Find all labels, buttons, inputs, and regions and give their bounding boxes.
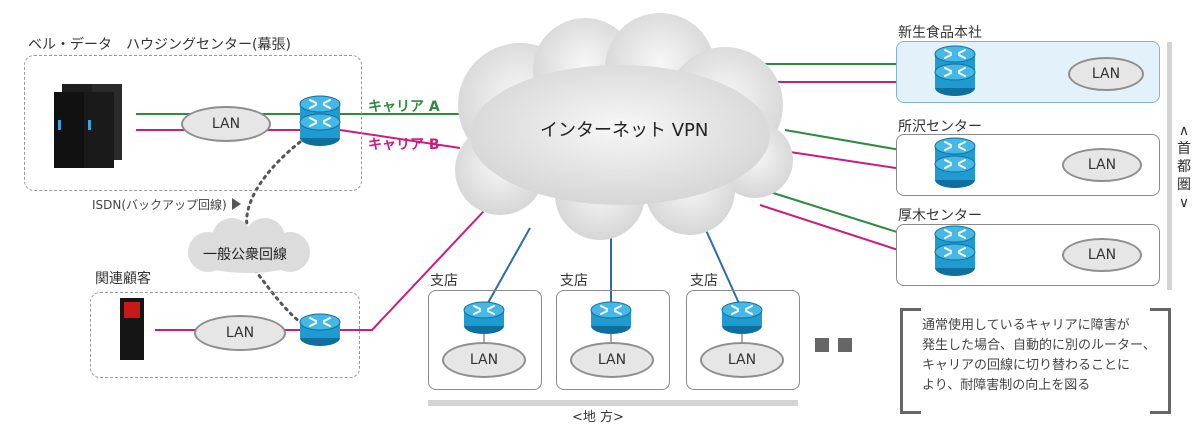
carrier-a-label: キャリア A (368, 99, 440, 115)
metro-bar (1167, 42, 1172, 290)
isdn-label: ISDN(バックアップ回線) (92, 198, 227, 212)
branch-1-title: 支店 (430, 273, 458, 289)
branch-1-box (428, 290, 542, 390)
branch-lines (483, 227, 743, 311)
more-indicator-2 (838, 338, 852, 352)
note-line-4: より、耐障害制の向上を図る (922, 378, 1091, 393)
more-indicator-1 (815, 338, 829, 352)
internet-cloud (455, 13, 793, 240)
public-line-dotted (253, 268, 302, 324)
note-line-3: キャリアの回線に切り替わることに (922, 358, 1131, 373)
public-network-cloud (188, 218, 310, 273)
datacenter-box (24, 55, 362, 191)
branch-3-lan: LAN (700, 342, 784, 378)
regional-bar (428, 400, 798, 406)
metro-label-close: ∨ (1178, 195, 1190, 211)
datacenter-servers-icon (54, 84, 122, 168)
metro-label-open: ∧ (1178, 123, 1190, 139)
customer-title: 関連顧客 (95, 271, 151, 287)
note-line-2: 発生した場合、自動的に別のルーター、 (922, 338, 1156, 353)
note-bracket-right (1150, 308, 1171, 414)
tokorozawa-title: 所沢センター (898, 119, 982, 135)
hq-lan: LAN (1068, 57, 1144, 91)
regional-label: <地 方> (572, 410, 624, 425)
datacenter-title: ベル・データ ハウジングセンター(幕張) (28, 37, 291, 53)
datacenter-lan: LAN (181, 106, 271, 142)
branch-3-box (686, 290, 800, 390)
note-text: 通常使用しているキャリアに障害が 発生した場合、自動的に別のルーター、 キャリア… (922, 316, 1162, 396)
tokorozawa-lan: LAN (1062, 148, 1142, 182)
cloud-label: インターネット VPN (540, 120, 709, 141)
metro-label-char-3: 圏 (1177, 177, 1191, 193)
customer-lan: LAN (194, 315, 286, 351)
atsugi-title: 厚木センター (898, 208, 982, 224)
hq-title: 新生食品本社 (898, 25, 982, 41)
branch-3-title: 支店 (690, 273, 718, 289)
metro-label-char-2: 都 (1177, 159, 1191, 175)
public-network-label: 一般公衆回線 (203, 247, 287, 263)
metro-label: ∧ 首 都 圏 ∨ (1176, 122, 1192, 212)
note-line-1: 通常使用しているキャリアに障害が (922, 318, 1130, 333)
branch-2-lan: LAN (570, 342, 654, 378)
isdn-arrow-icon (232, 198, 241, 210)
customer-box (90, 292, 360, 378)
branch-2-box (556, 290, 670, 390)
branch-2-title: 支店 (560, 273, 588, 289)
carrier-b-label: キャリア B (368, 137, 440, 153)
customer-server-icon (120, 298, 144, 360)
note-bracket-left (900, 308, 921, 414)
atsugi-lan: LAN (1062, 238, 1142, 272)
metro-label-char-1: 首 (1177, 141, 1191, 157)
branch-1-lan: LAN (442, 342, 526, 378)
